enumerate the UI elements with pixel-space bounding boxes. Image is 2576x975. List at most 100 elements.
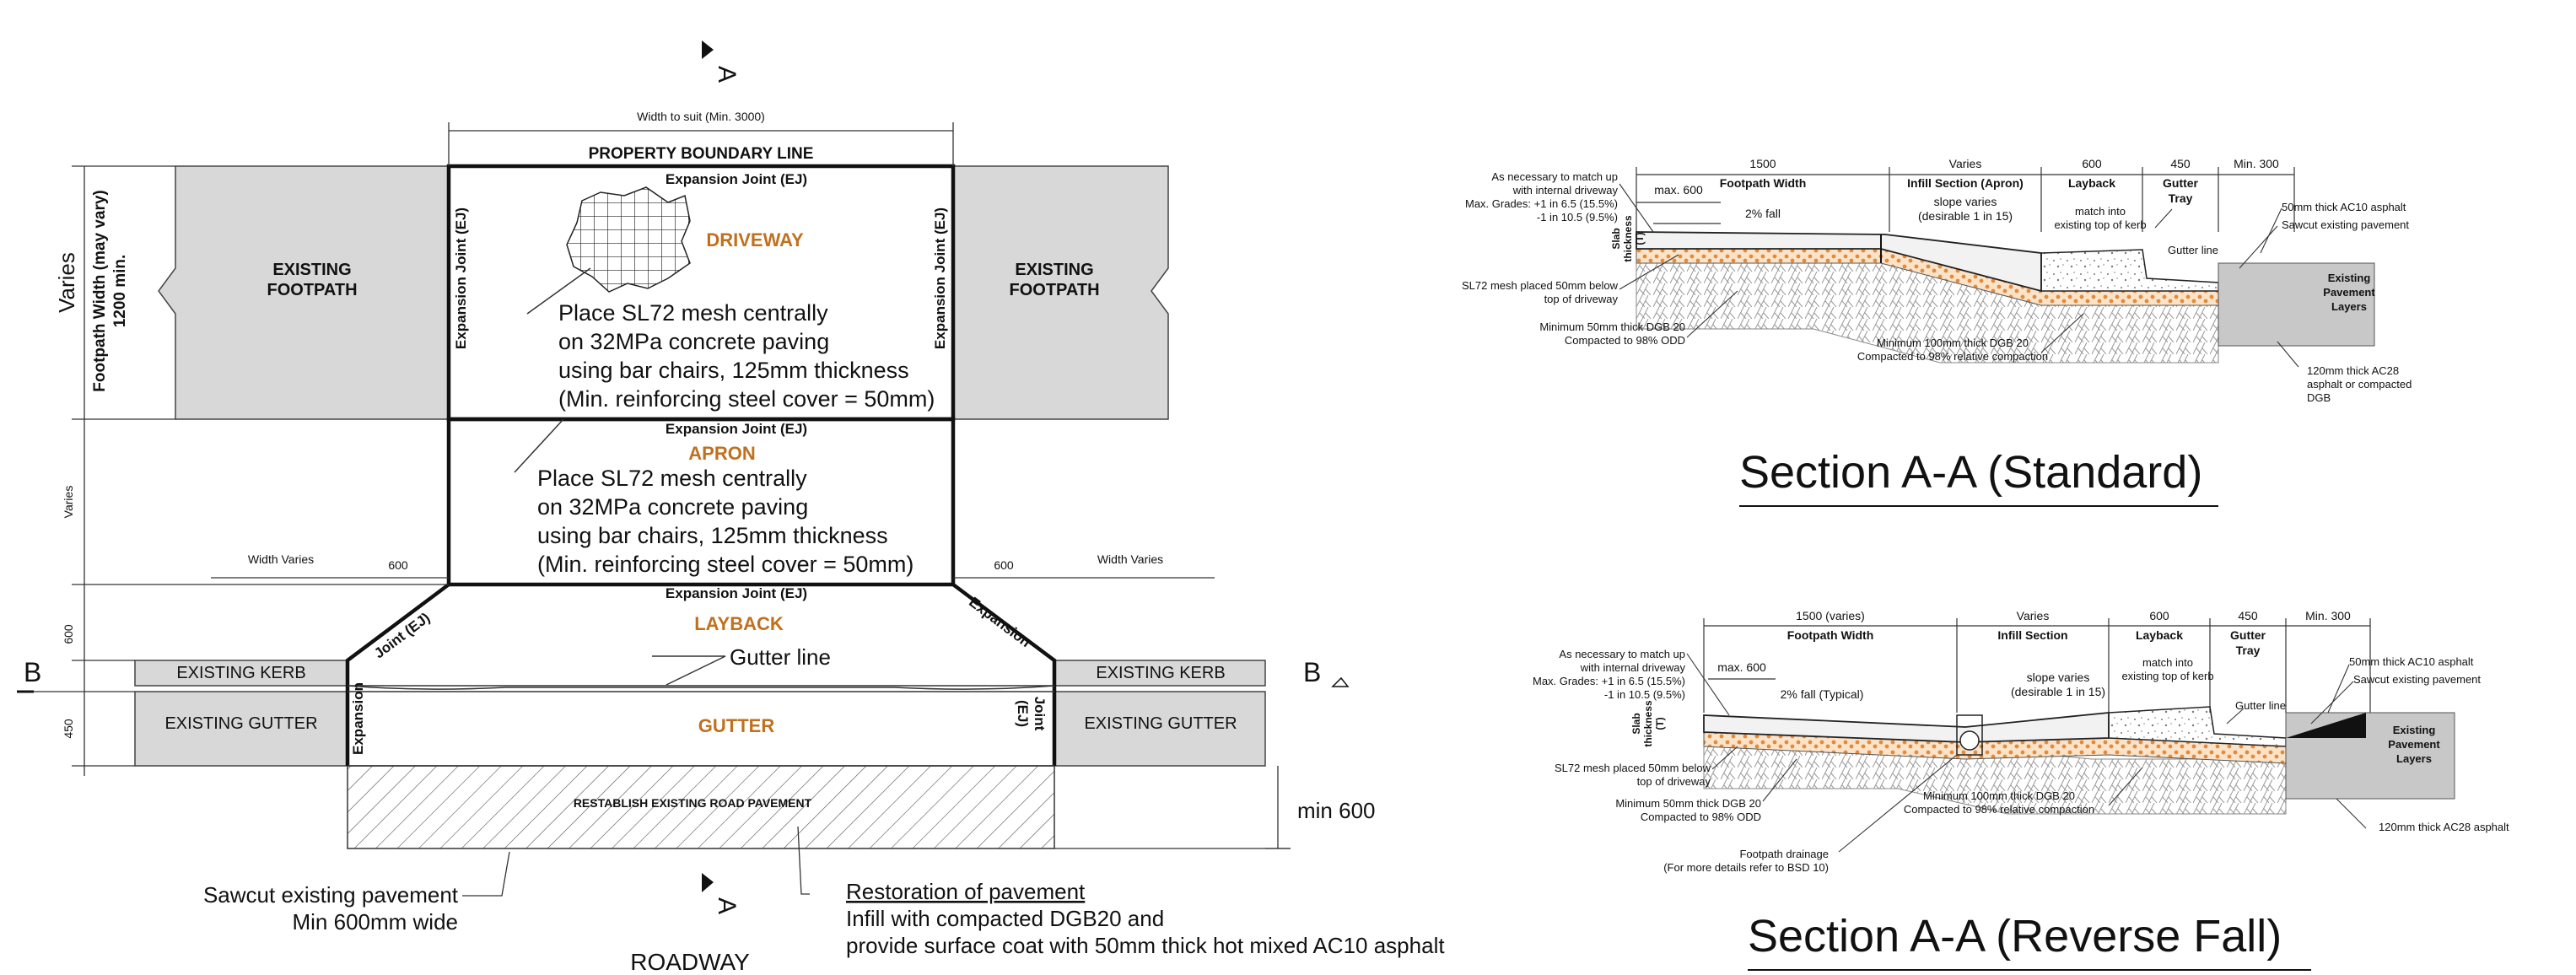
rev-slab-2: thickness: [1642, 700, 1654, 747]
apron-note: Place SL72 mesh centrally on 32MPa concr…: [537, 466, 913, 577]
rev-layers-2: Pavement: [2388, 738, 2440, 751]
section-b-left: B: [24, 657, 41, 687]
svg-text:on 32MPa concrete paving: on 32MPa concrete paving: [558, 329, 829, 354]
std-slope-1: slope varies: [1934, 195, 1997, 208]
section-reverse: 1500 (varies) Varies 600 450 Min. 300 Fo…: [1533, 609, 2509, 971]
rev-ac10: 50mm thick AC10 asphalt: [2349, 655, 2474, 668]
section-a-bottom: A: [713, 897, 741, 914]
std-ac28-3: DGB: [2307, 391, 2331, 404]
sawcut-l1: Sawcut existing pavement: [203, 882, 459, 908]
section-a-top: A: [713, 66, 741, 83]
rev-layers-3: Layers: [2396, 752, 2432, 765]
rev-dim-1500: 1500 (varies): [1796, 609, 1865, 622]
varies-small-label: Varies: [62, 486, 75, 519]
existing-footpath-right-l1: EXISTING: [1015, 261, 1093, 279]
existing-gutter-left: [134, 691, 348, 767]
svg-text:Place SL72 mesh centrally: Place SL72 mesh centrally: [537, 466, 807, 491]
std-sawcut: Sawcut existing pavement: [2282, 218, 2409, 231]
rev-dgb50-1: Minimum 50mm thick DGB 20: [1615, 797, 1761, 810]
section-b-right: B: [1303, 657, 1321, 687]
existing-gutter-right: [1054, 691, 1266, 767]
svg-text:using bar chairs, 125mm thickn: using bar chairs, 125mm thickness: [558, 358, 909, 383]
std-dim-600: 600: [2082, 157, 2102, 170]
driveway-label: DRIVEWAY: [706, 229, 804, 250]
layback-outline: [345, 583, 1057, 766]
gutter-label: GUTTER: [698, 715, 775, 736]
ej-bottom-label: Expansion Joint (EJ): [666, 585, 807, 601]
section-standard: 1500 Varies 600 450 Min. 300 Footpath Wi…: [1462, 157, 2412, 507]
std-dim-varies: Varies: [1949, 157, 1982, 170]
ej-vertical-label: (EJ): [1015, 700, 1031, 727]
std-slab-3: (T): [1634, 232, 1646, 245]
rev-slope-2: (desirable 1 in 15): [2011, 685, 2105, 698]
rev-zone-gutter: Gutter: [2230, 628, 2266, 642]
apron-label: APRON: [688, 443, 755, 464]
rev-dgb100-1: Minimum 100mm thick DGB 20: [1923, 789, 2075, 802]
svg-text:(Min. reinforcing steel cover: (Min. reinforcing steel cover = 50mm): [558, 386, 935, 412]
rev-dim-600: 600: [2149, 609, 2169, 622]
std-dim-min300: Min. 300: [2234, 157, 2279, 170]
expansion-vertical-label: Expansion: [350, 682, 366, 755]
expansion-diag-label: Expansion: [966, 594, 1033, 650]
std-slab-1: Slab: [1610, 228, 1622, 249]
std-slope-2: (desirable 1 in 15): [1918, 209, 2013, 223]
svg-text:-1 in 10.5 (9.5%): -1 in 10.5 (9.5%): [1604, 688, 1685, 701]
std-dgb100-1: Minimum 100mm thick DGB 20: [1877, 337, 2029, 349]
rev-drainage-2: (For more details refer to BSD 10): [1663, 861, 1829, 874]
rev-dgb50-2: Compacted to 98% ODD: [1641, 811, 1761, 823]
section-standard-title: Section A-A (Standard): [1739, 447, 2202, 498]
svg-text:Place SL72 mesh centrally: Place SL72 mesh centrally: [558, 300, 828, 326]
svg-text:(Min. reinforcing steel cover: (Min. reinforcing steel cover = 50mm): [537, 552, 913, 577]
svg-text:As necessary to match up: As necessary to match up: [1491, 170, 1618, 183]
restoration-title: Restoration of pavement: [846, 879, 1086, 904]
driveway-note: Place SL72 mesh centrally on 32MPa concr…: [558, 300, 935, 412]
std-layers-2: Pavement: [2323, 286, 2375, 299]
std-slab-2: thickness: [1622, 215, 1634, 262]
property-boundary-label: PROPERTY BOUNDARY LINE: [589, 145, 814, 163]
plan-view: Width to suit (Min. 3000) PROPERTY BOUND…: [17, 40, 1445, 975]
std-zone-infill: Infill Section (Apron): [1907, 176, 2024, 190]
restoration-l1: Infill with compacted DGB20 and: [846, 906, 1164, 931]
rev-slab-3: (T): [1654, 717, 1666, 730]
rev-zone-layback: Layback: [2136, 628, 2183, 642]
existing-footpath-left-l2: FOOTPATH: [267, 281, 357, 299]
rev-max600: max. 600: [1717, 660, 1766, 674]
restablish-area: [347, 765, 1055, 849]
rev-mesh-2: top of driveway: [1637, 775, 1711, 788]
existing-gutter-right-label: EXISTING GUTTER: [1084, 714, 1237, 733]
existing-gutter-left-label: EXISTING GUTTER: [164, 714, 317, 733]
std-mesh-1: SL72 mesh placed 50mm below: [1462, 279, 1619, 292]
std-match-note: As necessary to match up with internal d…: [1465, 170, 1619, 224]
std-match-kerb-2: existing top of kerb: [2054, 218, 2146, 231]
rev-dgb100-2: Compacted to 98% relative compaction: [1904, 803, 2094, 816]
std-gutter-line: Gutter line: [2168, 244, 2218, 256]
rev-match-kerb-2: existing top of kerb: [2121, 670, 2213, 682]
dim-600-vertical: 600: [62, 624, 75, 644]
rev-slope-1: slope varies: [2027, 671, 2090, 684]
rev-zone-footpath: Footpath Width: [1787, 628, 1874, 642]
rev-gutter-line: Gutter line: [2235, 699, 2286, 712]
layback-label: LAYBACK: [694, 613, 784, 634]
sawcut-l2: Min 600mm wide: [292, 909, 458, 935]
std-mesh-2: top of driveway: [1544, 293, 1619, 305]
existing-footpath-left-l1: EXISTING: [272, 261, 351, 279]
std-zone-layback: Layback: [2068, 176, 2115, 190]
std-match-kerb-1: match into: [2075, 205, 2126, 218]
dim-450-vertical: 450: [62, 719, 75, 739]
rev-layers-1: Existing: [2393, 724, 2436, 736]
existing-footpath-right-l2: FOOTPATH: [1009, 281, 1099, 299]
apron-area: [446, 417, 956, 587]
ej-left-label: Expansion Joint (EJ): [453, 207, 469, 349]
std-layers-3: Layers: [2331, 300, 2367, 313]
restablish-label: RESTABLISH EXISTING ROAD PAVEMENT: [574, 796, 812, 810]
joint-vertical-label: Joint: [1032, 697, 1048, 731]
gutter-line-label: Gutter line: [730, 644, 831, 670]
std-dgb100-2: Compacted to 98% relative compaction: [1857, 350, 2048, 363]
rev-mesh-1: SL72 mesh placed 50mm below: [1555, 762, 1711, 774]
std-zone-tray: Tray: [2169, 191, 2193, 205]
existing-kerb-left-label: EXISTING KERB: [176, 664, 305, 682]
rev-zone-infill: Infill Section: [1997, 628, 2067, 642]
svg-text:Max. Grades: +1 in 6.5 (15.5%): Max. Grades: +1 in 6.5 (15.5%): [1465, 197, 1618, 210]
rev-match-kerb-1: match into: [2142, 656, 2193, 669]
std-dgb50-1: Minimum 50mm thick DGB 20: [1539, 321, 1685, 333]
